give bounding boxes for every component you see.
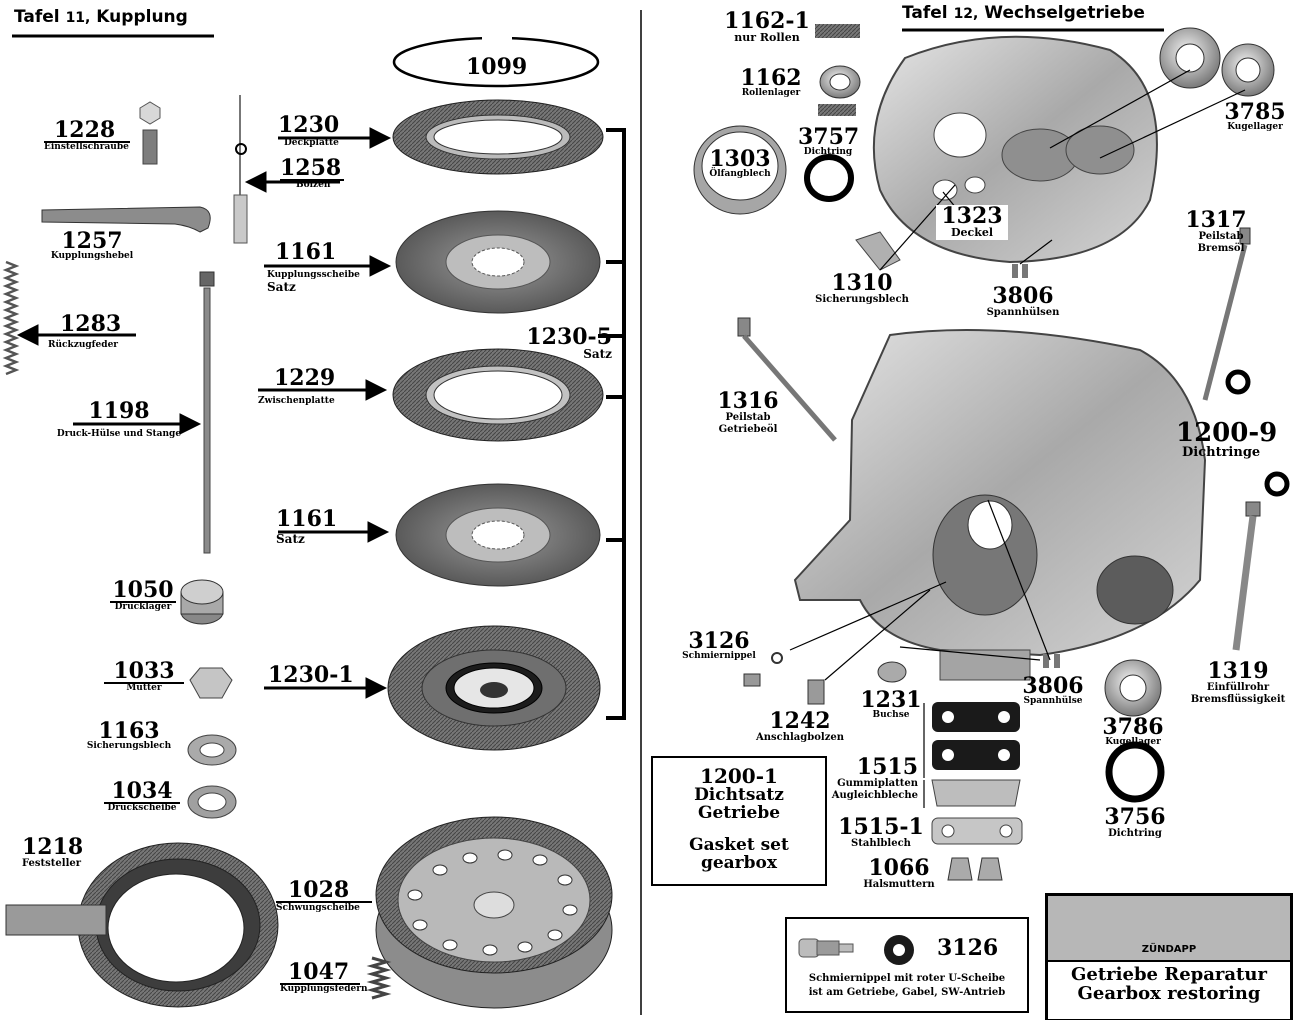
- label-3786: 3786 Kugellager: [1102, 714, 1164, 747]
- tafel-number: 12,: [953, 6, 979, 22]
- label-1200-9: 1200-9 Dichtringe: [1176, 418, 1278, 460]
- rubber-plates-1515: [931, 702, 1021, 807]
- label-1028: 1028 Schwungscheibe: [276, 879, 372, 914]
- label-1033: 1033 Mutter: [104, 660, 184, 694]
- bolt-1258: [233, 95, 248, 244]
- nut-1033: [189, 667, 233, 699]
- ball-bearing-3786: [1104, 659, 1162, 717]
- label-1161-a: 1161 Kupplungsscheibe Satz: [267, 239, 360, 294]
- adjusting-screw-1228: [139, 101, 161, 165]
- gasket-set-box: 1200-1 Dichtsatz Getriebe Gasket set gea…: [651, 756, 827, 886]
- label-1230-5: 1230-5 Satz: [526, 324, 612, 361]
- leader-lines: [789, 69, 1246, 808]
- gearbox-housing: [793, 329, 1207, 681]
- label-1319: 1319 Einfüllrohr Bremsflüssigkeit: [1190, 658, 1286, 705]
- nipple-box-number: 3126: [937, 935, 999, 961]
- dipstick-1316: [737, 317, 837, 442]
- clutch-spring-1047: [366, 956, 392, 1000]
- label-1317: 1317 Peilstab Bremsöl: [1185, 207, 1247, 254]
- flywheel-1028: [375, 816, 613, 1009]
- steel-plate-1515-1: [931, 817, 1023, 845]
- nipple-box-line2: ist am Getriebe, Gabel, SW-Antrieb: [808, 987, 1006, 998]
- label-3806-b: 3806 Spannhülse: [1022, 673, 1084, 706]
- label-1161-b: 1161 Satz: [276, 506, 338, 546]
- lock-ring-1218: [5, 842, 279, 1008]
- part-number-1230-1: 1230-1: [268, 662, 354, 688]
- clutch-disc-1161-a: [395, 210, 601, 314]
- label-1047: 1047 Kupplungsfedern: [280, 959, 368, 994]
- label-1163: 1163 Sicherungsblech: [86, 718, 172, 751]
- deck-plate-1230: [392, 99, 604, 175]
- label-1162-1: 1162-1 nur Rollen: [724, 8, 810, 44]
- pressure-plate-1230-1: [387, 625, 601, 751]
- seal-ring-1200-9-a: [1225, 369, 1251, 395]
- set-bracket: [598, 128, 626, 720]
- part-number-1099: 1099: [466, 54, 528, 80]
- label-1231: 1231 Buchse: [860, 687, 922, 720]
- label-1258: 1258 Bolzen: [280, 157, 344, 191]
- label-3806-a: 3806 Spannhülsen: [986, 283, 1060, 318]
- return-spring-1283: [2, 260, 20, 376]
- label-1515-1: 1515-1 Stahlblech: [838, 814, 924, 849]
- label-1310: 1310 Sicherungsblech: [815, 270, 909, 305]
- grease-nipple-icon: [798, 935, 914, 965]
- ball-bearings-3785: [1159, 27, 1275, 97]
- label-1034: 1034 Druckscheibe: [104, 780, 180, 814]
- label-1283: 1283 Rückzugfeder: [48, 311, 122, 350]
- section-name: Kupplung: [96, 7, 188, 27]
- tafel-word: Tafel: [14, 7, 60, 27]
- label-1218: 1218 Feststeller: [22, 834, 84, 869]
- label-3757: 3757 Dichtring: [798, 124, 860, 157]
- label-3126-a: 3126 Schmiernippel: [682, 628, 756, 661]
- clutch-disc-1161-b: [395, 483, 601, 587]
- seal-ring-3756: [1105, 741, 1165, 803]
- label-1323: 1323 Deckel: [936, 205, 1008, 240]
- thrust-bearing-1050: [180, 579, 224, 625]
- label-1257: 1257 Kupplungshebel: [50, 228, 134, 261]
- roller-bearing-1162: [819, 65, 861, 99]
- bushing-1231: [877, 661, 907, 683]
- label-1198: 1198 Druck-Hülse und Stange: [56, 398, 182, 439]
- grease-nipple-3126-small: [743, 652, 783, 687]
- label-1162: 1162 Rollenlager: [740, 65, 802, 98]
- brand-box: Getriebe Reparatur Gearbox restoring ZÜN…: [1045, 893, 1293, 1020]
- label-1515: 1515 Gummiplatten Augleichbleche: [831, 754, 918, 801]
- label-1229: 1229 Zwischenplatte: [258, 365, 336, 406]
- oil-shield-1303: [693, 125, 787, 215]
- fill-tube-1319: [1232, 501, 1261, 651]
- rollers-1162-1: [815, 24, 860, 116]
- label-1303: 1303 Ölfangblech: [709, 146, 771, 179]
- arrows-left: [16, 127, 392, 699]
- label-1316: 1316 Peilstab Getriebeöl: [717, 388, 779, 435]
- collar-nuts-1066: [947, 857, 1003, 881]
- brand-box-caption: Getriebe Reparatur Gearbox restoring: [1048, 960, 1290, 1019]
- dowels-3806: [1012, 264, 1060, 668]
- seal-ring-3757: [804, 154, 854, 202]
- tafel-number: 11,: [65, 10, 91, 26]
- label-1228: 1228 Einstellschraube: [44, 117, 130, 152]
- dipstick-1317: [1202, 227, 1251, 401]
- intermediate-plate-1229: [392, 348, 604, 442]
- label-1230: 1230 Deckplatte: [278, 112, 340, 148]
- clutch-lever-1257: [41, 206, 211, 233]
- right-page-title: Tafel 12, Wechselgetriebe: [902, 3, 1145, 23]
- lock-plate-1310: [855, 231, 901, 271]
- stop-bolt-1242: [807, 679, 825, 705]
- label-1050: 1050 Drucklager: [110, 579, 176, 613]
- label-1066: 1066 Halsmuttern: [863, 855, 935, 890]
- brand-name: ZÜNDAPP: [1141, 944, 1197, 955]
- label-1242: 1242 Anschlagbolzen: [755, 708, 845, 743]
- nipple-box-line1: Schmiernippel mit roter U-Scheibe: [808, 973, 1006, 984]
- seal-ring-1200-9-b: [1264, 471, 1290, 497]
- label-3756: 3756 Dichtring: [1104, 804, 1166, 839]
- tafel-word: Tafel: [902, 3, 948, 23]
- pushrod-1198: [199, 271, 215, 554]
- section-name: Wechselgetriebe: [984, 3, 1145, 23]
- left-page-title: Tafel 11, Kupplung: [14, 7, 188, 27]
- label-3785: 3785 Kugellager: [1224, 99, 1286, 132]
- grease-nipple-box: 3126 Schmiernippel mit roter U-Scheibe i…: [785, 917, 1029, 1013]
